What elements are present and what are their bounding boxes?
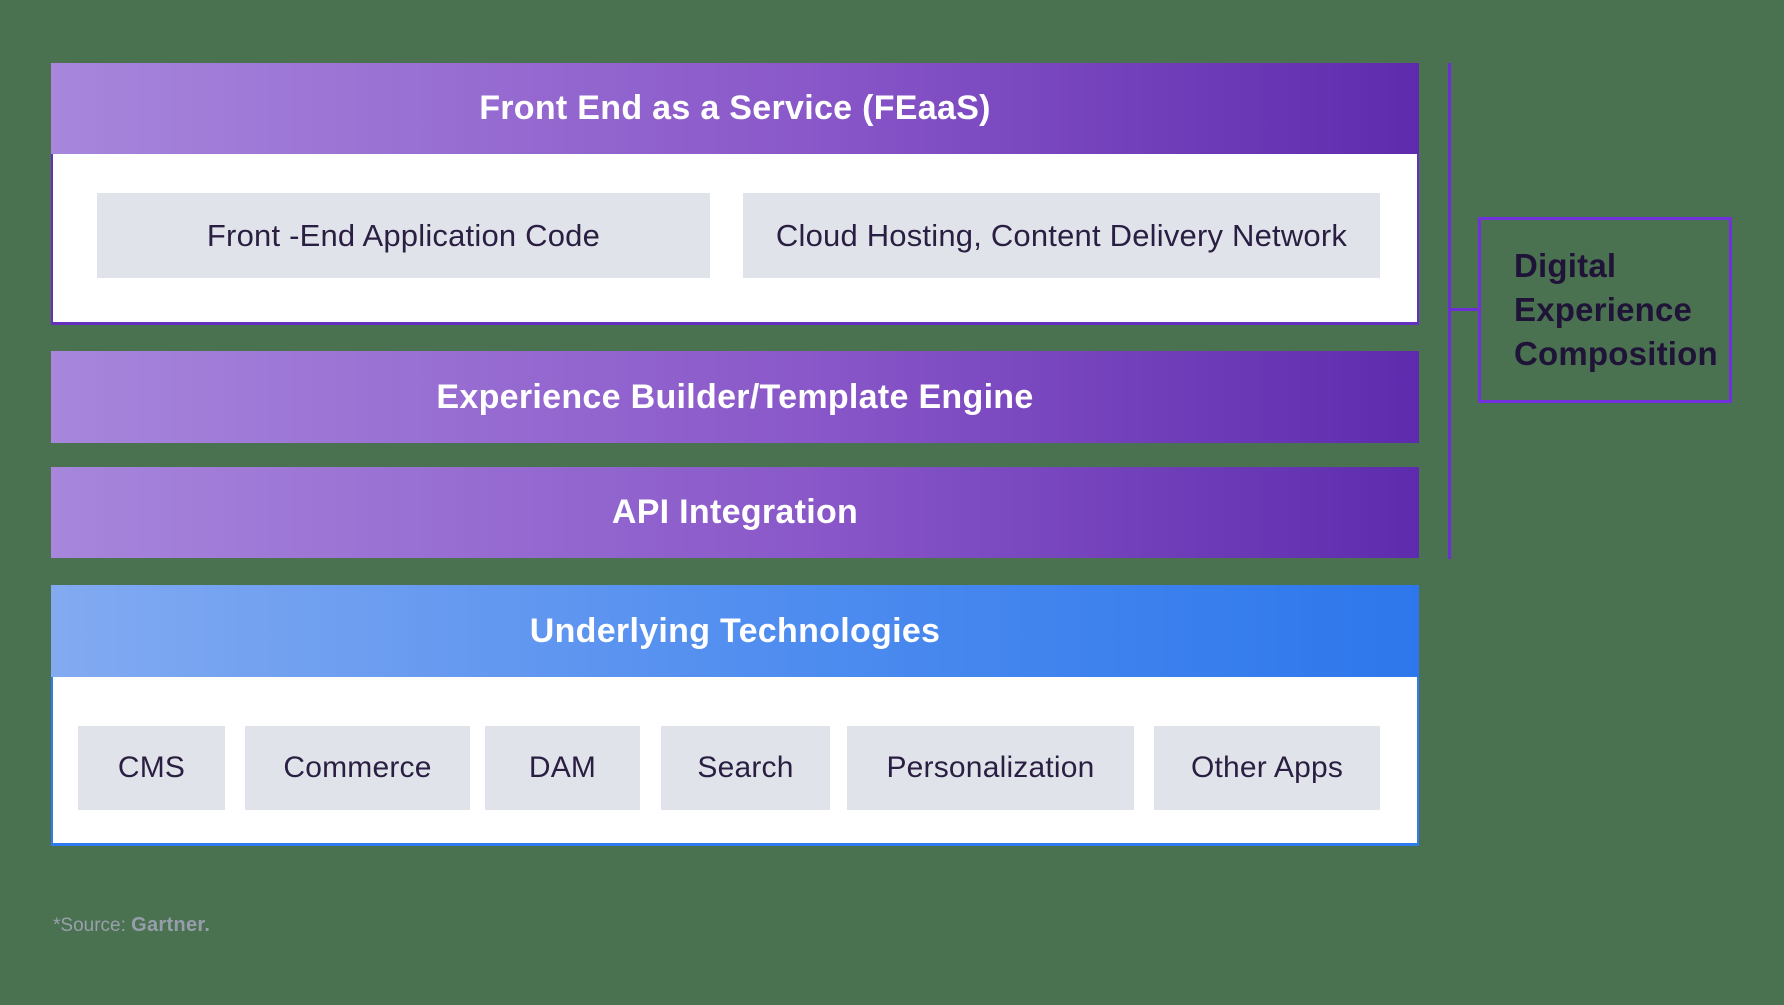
feaas-banner: Front End as a Service (FEaaS)	[51, 63, 1419, 154]
chip-cloud-hosting-cdn: Cloud Hosting, Content Delivery Network	[743, 193, 1380, 278]
chip-label: Other Apps	[1190, 751, 1344, 784]
bracket-connector-line	[1448, 308, 1478, 311]
chip-label: Commerce	[283, 751, 432, 784]
chip-cms: CMS	[78, 726, 225, 810]
feaas-title: Front End as a Service (FEaaS)	[479, 89, 991, 127]
chip-dam: DAM	[485, 726, 640, 810]
source-note: *Source: Gartner.	[53, 914, 210, 937]
chip-label: Personalization	[886, 751, 1095, 784]
chip-label: DAM	[528, 751, 597, 784]
chip-personalization: Personalization	[847, 726, 1134, 810]
chip-search: Search	[661, 726, 830, 810]
source-prefix: *Source:	[53, 915, 132, 936]
underlying-technologies-title: Underlying Technologies	[529, 611, 941, 650]
chip-label: Search	[697, 751, 794, 784]
digital-experience-composition-label: Digital Experience Composition	[1514, 247, 1718, 372]
feaas-panel: Front -End Application Code Cloud Hostin…	[51, 154, 1419, 325]
api-integration-bar: API Integration	[51, 467, 1419, 558]
gartner-logo: Gartner.	[131, 914, 211, 936]
chip-label: Front -End Application Code	[206, 217, 601, 253]
underlying-technologies-banner: Underlying Technologies	[51, 585, 1419, 677]
chip-front-end-application-code: Front -End Application Code	[97, 193, 710, 278]
chip-label: Cloud Hosting, Content Delivery Network	[775, 217, 1348, 253]
chip-commerce: Commerce	[245, 726, 470, 810]
underlying-technologies-panel: CMS Commerce DAM Search Personalization …	[51, 677, 1419, 846]
experience-builder-title: Experience Builder/Template Engine	[436, 377, 1034, 416]
bracket-vertical-line	[1448, 63, 1451, 559]
chip-label: CMS	[117, 751, 186, 784]
experience-builder-bar: Experience Builder/Template Engine	[51, 351, 1419, 443]
api-integration-title: API Integration	[611, 493, 859, 531]
chip-other-apps: Other Apps	[1154, 726, 1380, 810]
digital-experience-composition-box: Digital Experience Composition	[1478, 217, 1732, 403]
